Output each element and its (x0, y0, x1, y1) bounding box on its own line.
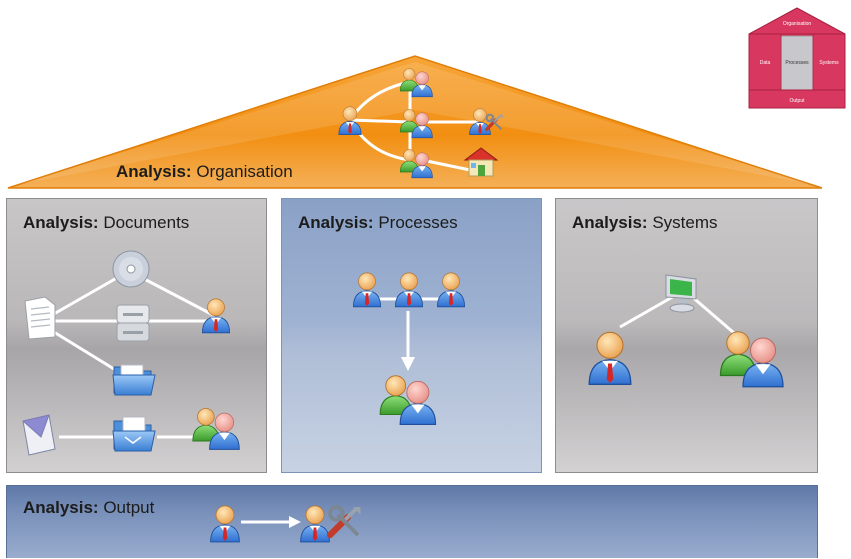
group-icon (399, 109, 433, 139)
house-icon (463, 147, 499, 177)
framework-thumbnail: Organisation Data Processes Systems Outp… (748, 7, 846, 109)
cd-icon (112, 250, 150, 288)
person-icon (588, 331, 632, 386)
group-icon (192, 408, 240, 450)
organisation-title: Analysis: Organisation (116, 162, 293, 181)
person-icon (352, 272, 382, 308)
tools-icon (484, 112, 504, 131)
thumb-center-label: Processes (785, 60, 809, 66)
output-arrow (241, 516, 301, 528)
thumb-bottom-label: Output (789, 98, 805, 104)
thumb-top-label: Organisation (783, 21, 812, 27)
process-connectors (366, 297, 450, 371)
output-panel: Analysis: Output (6, 485, 818, 558)
disk-drive-icon (116, 304, 150, 342)
person-icon (201, 298, 231, 334)
mail-icon (22, 414, 56, 456)
output-title: Analysis: Output (23, 498, 155, 517)
systems-panel: Analysis: Systems (555, 198, 818, 473)
documents-title: Analysis: Documents (23, 213, 190, 232)
group-icon (399, 68, 433, 98)
thumb-right-label: Systems (819, 60, 839, 66)
systems-title: Analysis: Systems (572, 213, 718, 232)
documents-panel: Analysis: Documents (6, 198, 267, 473)
person-icon (338, 106, 362, 135)
thumb-left-label: Data (760, 60, 771, 66)
person-icon (436, 272, 466, 308)
tools-icon (325, 502, 363, 540)
group-icon (379, 375, 437, 426)
monitor-icon (665, 274, 697, 313)
mail-folder-icon (112, 416, 156, 452)
document-icon (24, 296, 56, 340)
person-icon (394, 272, 424, 308)
processes-panel: Analysis: Processes (281, 198, 542, 473)
group-icon (719, 331, 784, 388)
folder-icon (112, 364, 156, 396)
processes-title: Analysis: Processes (298, 213, 458, 232)
group-icon (399, 149, 433, 179)
person-icon (209, 505, 241, 543)
